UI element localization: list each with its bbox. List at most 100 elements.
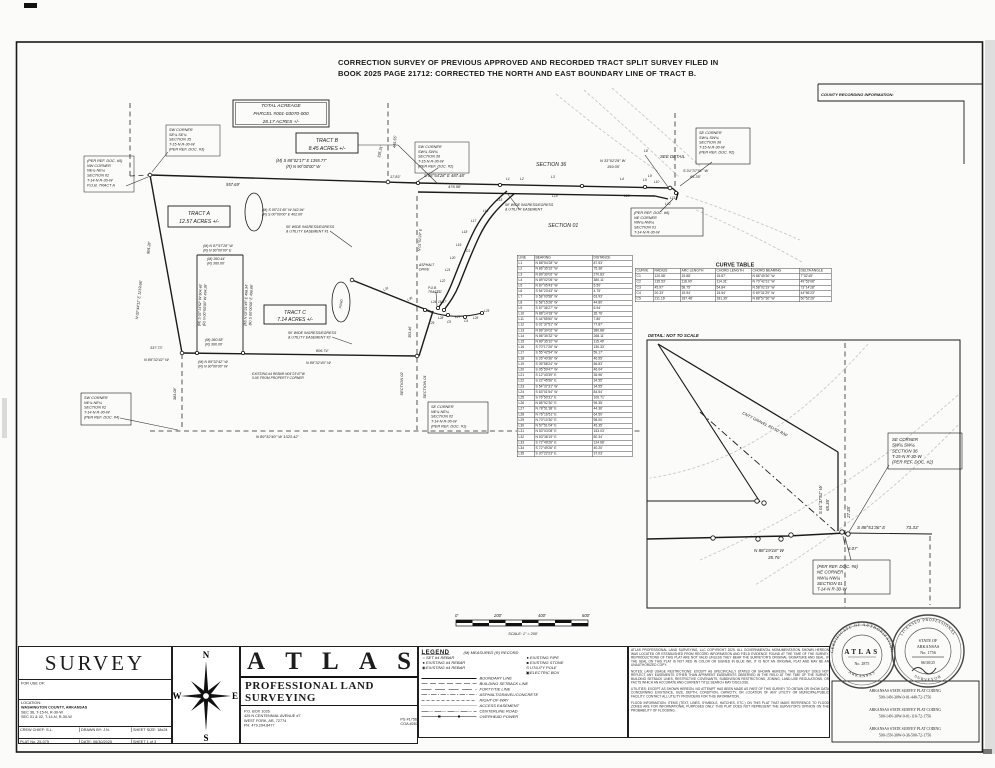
compass-e: E bbox=[232, 691, 238, 701]
map-label: L4 bbox=[620, 177, 624, 181]
map-label: L17 bbox=[471, 219, 477, 223]
faint-road-lines bbox=[555, 87, 959, 586]
plat-coding-entry: ARKANSAS STATE SURVEY PLAT CODING bbox=[869, 727, 941, 731]
curve-table-title: CURVE TABLE bbox=[715, 262, 755, 268]
map-label: L21 bbox=[445, 268, 451, 272]
plat-coding-entry: ARKANSAS STATE SURVEY PLAT CODING bbox=[869, 708, 941, 712]
signature-scribble bbox=[911, 667, 937, 675]
map-label: 27.35' bbox=[846, 506, 851, 519]
svg-text:LICENSED PROFESSIONAL: LICENSED PROFESSIONAL bbox=[899, 617, 958, 636]
svg-text:SURVEYOR: SURVEYOR bbox=[914, 673, 943, 682]
county-recording-box bbox=[817, 84, 965, 164]
plat-date: DATE: 06/30/2025 bbox=[80, 739, 132, 745]
svg-text:ARKANSAS: ARKANSAS bbox=[848, 669, 877, 678]
scan-mark bbox=[983, 749, 992, 754]
map-label: L18 bbox=[462, 230, 468, 234]
map-label: L3 bbox=[551, 175, 555, 179]
map-label: (R) N 90°00'00" W bbox=[286, 164, 321, 169]
detail-inset-geometry bbox=[646, 343, 933, 540]
map-label: L14 bbox=[552, 194, 558, 198]
column-header: DELTA ANGLE bbox=[799, 267, 832, 275]
legend-line-item: ASPHALT/GRAVEL/CONCRETE bbox=[421, 692, 539, 697]
map-label: SECTION 02 bbox=[399, 372, 404, 396]
map-label: S 01°37'51" W bbox=[818, 485, 823, 514]
sheet-number: SHEET 1 of 3 bbox=[133, 739, 157, 745]
map-label: TOTAL ACREAGE bbox=[261, 103, 301, 109]
map-label: 400' bbox=[538, 613, 546, 618]
map-label: 476.98' bbox=[448, 184, 461, 189]
map-label: P.O.B.TRACT C bbox=[428, 286, 443, 294]
legend-point-symbols-col2: ●EXISTING PIPE■EXISTING STONE⊙UTILITY PO… bbox=[526, 656, 630, 676]
legend-point-item: ◉EXISTING #4 REBAR bbox=[422, 665, 466, 671]
map-label: 383.08' bbox=[173, 388, 177, 401]
map-label: 12.57 ACRES +/- bbox=[179, 219, 219, 225]
map-label: L30 bbox=[407, 296, 414, 302]
map-label: (M) N 87°57'28" W(R) N 90°00'00" E bbox=[203, 244, 233, 253]
legend-line-sample bbox=[421, 688, 477, 690]
legend-line-sample bbox=[421, 705, 477, 706]
map-label: 445.55' bbox=[392, 135, 397, 148]
map-label: L13 bbox=[624, 194, 630, 198]
map-label: N 89°32'42" W bbox=[144, 358, 169, 362]
plat-title: CORRECTION SURVEY OF PREVIOUS APPROVED A… bbox=[338, 57, 808, 79]
legend-symbol: ● bbox=[526, 655, 529, 661]
map-label: L9 bbox=[648, 174, 652, 178]
map-label: L22 bbox=[440, 279, 446, 283]
atlas-address-line: WEST FORK, AR, 72774 bbox=[244, 718, 287, 723]
map-label: 353.46' bbox=[408, 326, 412, 338]
scale-bar-segment bbox=[472, 623, 489, 626]
map-label: (M) S 88°02'17" E 1355.77' bbox=[276, 158, 327, 163]
atlas-ps-number: PS #1756 bbox=[400, 717, 418, 722]
compass-w: W bbox=[173, 691, 182, 701]
scale-bar-segment bbox=[505, 623, 522, 626]
map-label: L5 bbox=[643, 178, 647, 182]
note-paragraph: UTILITIES: EXCEPT AS SHOWN HEREON, NO AT… bbox=[631, 687, 829, 699]
legend-line-item: CENTERLINE ROAD bbox=[421, 709, 518, 714]
legend-line-sample bbox=[421, 699, 477, 701]
legend-line-item: OVERHEAD POWER bbox=[421, 714, 519, 719]
map-label: SCALE: 1" = 200' bbox=[508, 632, 538, 636]
map-label: 16.57' bbox=[438, 300, 447, 304]
map-label: TRACT A bbox=[188, 211, 211, 217]
location-sec2: SEC 01 & 02, T-14-N, R-30-W bbox=[21, 714, 72, 720]
seal2-ring-bottom: SURVEYOR bbox=[914, 673, 942, 682]
map-label: S 01°37'51" W bbox=[683, 168, 708, 173]
map-label: L27 bbox=[455, 315, 461, 319]
legend-line-sample bbox=[421, 683, 477, 685]
map-label: L8 bbox=[644, 149, 648, 153]
legend-line-item: BOUNDARY LINE bbox=[421, 676, 630, 682]
plat-title-line2: BOOK 2025 PAGE 21712: CORRECTED THE NORT… bbox=[338, 69, 697, 78]
map-label: N 02°44'11" E 1219.66' bbox=[135, 280, 143, 319]
map-label: TRACT C bbox=[284, 310, 306, 316]
crew-chief: CREW CHIEF: S.L. bbox=[20, 727, 80, 733]
map-label: 50' WIDE INGRESS/EGRESS& UTILITY EASEMEN… bbox=[288, 331, 337, 340]
map-label: S 88°54'28" E 487.48' bbox=[424, 173, 465, 178]
legend-point-item: ○SET #4 REBAR bbox=[422, 655, 455, 661]
map-label: L12 bbox=[665, 202, 671, 206]
atlas-address-line: P.O. BOX 1026 bbox=[244, 709, 270, 714]
legend-title: LEGEND bbox=[421, 648, 450, 656]
survey-notes: ATLAS PROFESSIONAL LAND SURVEYING, LLC C… bbox=[629, 647, 831, 740]
scale-bar-segment bbox=[489, 620, 506, 623]
map-label: POND bbox=[338, 298, 344, 308]
map-label: N 89°32'40" W 1323.42' bbox=[256, 434, 299, 439]
map-label: L28 bbox=[438, 316, 444, 320]
legend-symbol: ○ bbox=[422, 655, 425, 661]
map-label: (M) N 02°21'45" E 498.34' bbox=[243, 284, 248, 326]
legend-line-sample bbox=[421, 677, 477, 679]
scale-bar-segment bbox=[555, 620, 572, 623]
legend-line-item: ACCESS EASEMENT bbox=[421, 703, 520, 708]
map-label: (M) S 02°14'52" W 504.46' bbox=[197, 283, 202, 326]
pond-outline bbox=[331, 281, 351, 323]
